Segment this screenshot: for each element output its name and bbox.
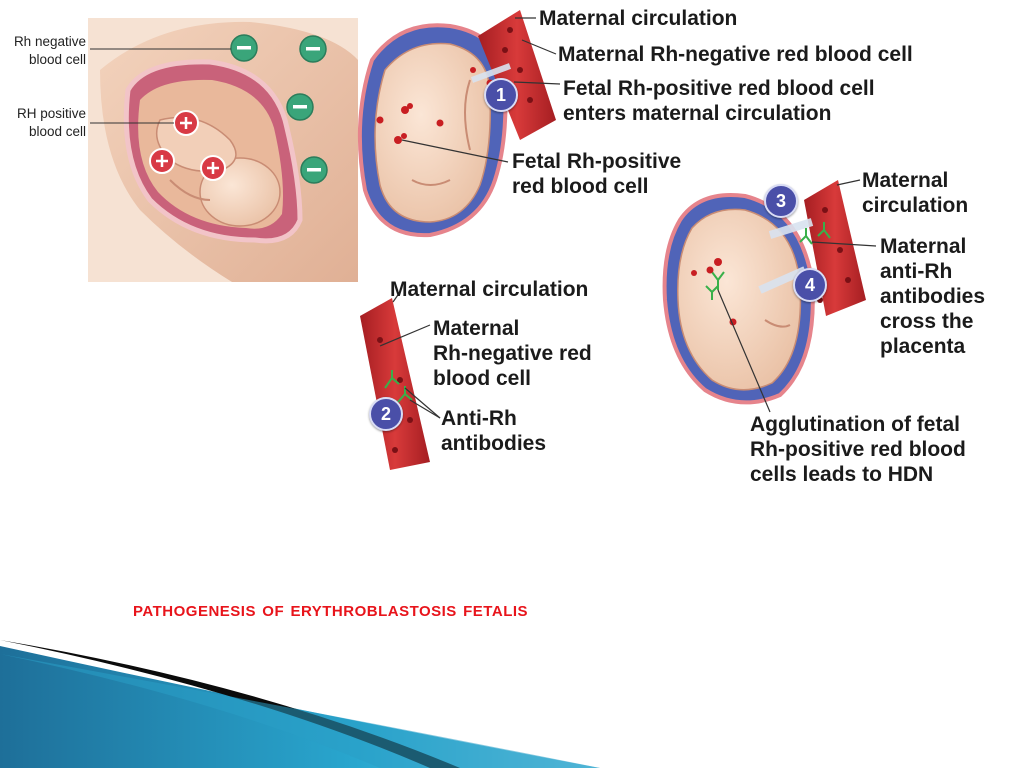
step1-fetal-rbc-label: Fetal Rh-positive red blood cell <box>512 149 681 199</box>
step-badge-1: 1 <box>484 78 518 112</box>
step1-fetal-rbc-line2: red blood cell <box>512 175 649 198</box>
step34-cross-line4: cross the <box>880 310 974 333</box>
step-badge-4: 4 <box>793 268 827 302</box>
step34-cross-line3: antibodies <box>880 285 986 308</box>
step34-maternal-circulation-label: Maternal circulation <box>862 168 968 218</box>
step34-agglutination-line3: cells leads to HDN <box>750 463 934 486</box>
slide-corner-decoration <box>0 640 600 768</box>
step2-maternal-rbc-line2: Rh-negative red <box>433 342 592 365</box>
step2-maternal-rbc-line3: blood cell <box>433 367 532 390</box>
rh-positive-label: RH positive blood cell <box>0 105 86 141</box>
rh-negative-label-line1: Rh negative <box>13 34 86 49</box>
rh-negative-label: Rh negative blood cell <box>0 33 86 69</box>
step2-maternal-rbc-label: Maternal Rh-negative red blood cell <box>433 316 592 391</box>
step2-maternal-rbc-line1: Maternal <box>433 317 520 340</box>
slide-caption: Pathogenesis of Erythroblastosis fetalis <box>133 598 529 621</box>
step34-cross-line2: anti-Rh <box>880 260 953 283</box>
step1-fetal-rbc-line1: Fetal Rh-positive <box>512 150 682 173</box>
step1-fetal-enters-line1: Fetal Rh-positive red blood cell <box>563 77 875 100</box>
step34-illustration <box>662 180 866 405</box>
positive-blood-cells <box>149 110 226 181</box>
step34-agglutination-label: Agglutination of fetal Rh-positive red b… <box>750 412 966 487</box>
rh-positive-label-line2: blood cell <box>28 124 86 139</box>
step2-antibodies-line2: antibodies <box>441 432 547 455</box>
step1-fetal-enters-line2: enters maternal circulation <box>563 102 832 125</box>
step-badge-3: 3 <box>764 184 798 218</box>
step34-agglutination-line2: Rh-positive red blood <box>750 438 966 461</box>
step34-antibodies-cross-label: Maternal anti-Rh antibodies cross the pl… <box>880 234 985 359</box>
step34-cross-line5: placenta <box>880 335 966 358</box>
step1-fetal-enters-label: Fetal Rh-positive red blood cell enters … <box>563 76 875 126</box>
step1-illustration <box>357 10 556 238</box>
step34-maternal-circulation-line2: circulation <box>862 194 969 217</box>
rh-positive-label-line1: RH positive <box>16 106 86 121</box>
step-badge-2: 2 <box>369 397 403 431</box>
rh-negative-label-line2: blood cell <box>28 52 86 67</box>
negative-blood-cells <box>230 34 328 184</box>
step1-maternal-circulation-label: Maternal circulation <box>539 7 738 30</box>
step2-antibodies-label: Anti-Rh antibodies <box>441 406 546 456</box>
step2-maternal-circulation-label: Maternal circulation <box>390 278 589 301</box>
step34-maternal-circulation-line1: Maternal <box>862 169 949 192</box>
step34-agglutination-line1: Agglutination of fetal <box>750 413 960 436</box>
step34-cross-line1: Maternal <box>880 235 967 258</box>
step2-antibodies-line1: Anti-Rh <box>441 407 517 430</box>
step2-illustration <box>360 298 430 470</box>
step1-maternal-rbc-label: Maternal Rh-negative red blood cell <box>558 43 913 66</box>
